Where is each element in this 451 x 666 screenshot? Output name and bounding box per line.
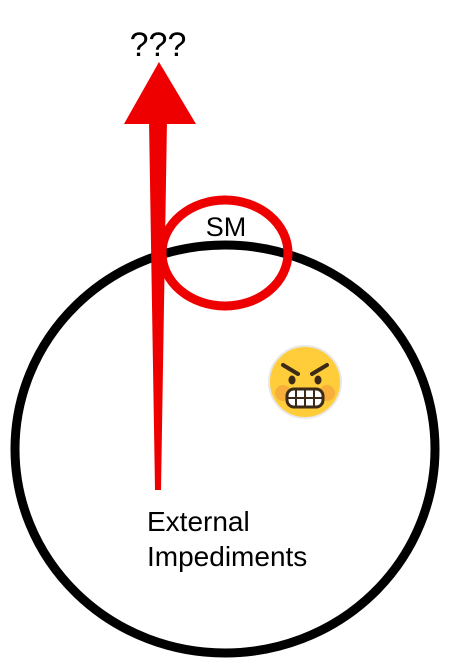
arrow-head — [124, 62, 196, 124]
question-label: ??? — [130, 26, 187, 64]
sm-label: SM — [206, 212, 247, 242]
external-impediments-label-line-2: Impediments — [147, 541, 307, 572]
angry-face-icon — [268, 345, 342, 419]
external-impediments-circle — [10, 240, 440, 658]
arrow-shaft — [149, 120, 167, 490]
external-impediments-label-line-1: External — [147, 506, 250, 537]
